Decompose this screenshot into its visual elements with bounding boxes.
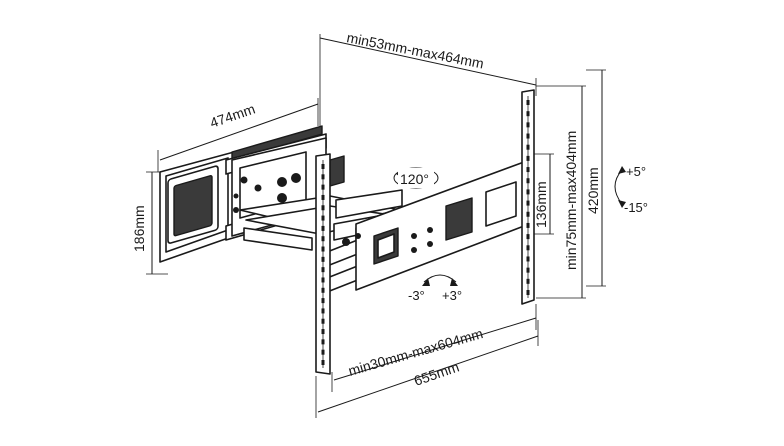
tilt-down-label: -15°	[624, 200, 648, 215]
mounting-slot	[526, 189, 530, 195]
wall-plate-height-dimension: 186mm	[131, 171, 168, 275]
mounting-slot	[526, 155, 530, 161]
vesa-arm-right	[521, 89, 535, 305]
mounting-slot	[321, 329, 325, 335]
mounting-slot	[526, 100, 530, 105]
mounting-slot	[321, 349, 325, 355]
mounting-slot	[321, 164, 325, 169]
mounting-slot	[321, 360, 325, 365]
rotate-left-label: -3°	[408, 288, 425, 303]
mounting-slot	[321, 339, 325, 345]
mounting-slot	[526, 122, 530, 128]
mounting-slot	[526, 256, 530, 262]
plate-height-label: 420mm	[585, 167, 601, 214]
mounting-slot	[526, 167, 530, 173]
mounting-slot	[321, 246, 325, 252]
mounting-slot	[321, 267, 325, 273]
mounting-slot	[321, 205, 325, 211]
mounting-slot	[526, 200, 530, 206]
inner-height-label: 136mm	[533, 181, 549, 228]
mounting-slot	[321, 236, 325, 242]
mounting-slot	[321, 287, 325, 293]
swivel-label: 120°	[400, 171, 429, 187]
inner-height-dimension: 136mm	[533, 153, 554, 235]
mounting-slot	[526, 278, 530, 284]
rotate-right-label: +3°	[442, 288, 462, 303]
mounting-slot	[526, 234, 530, 240]
tilt-up-label: +5°	[626, 164, 646, 179]
plate-height-dimension: 420mm	[585, 69, 606, 287]
mounting-slot	[526, 211, 530, 217]
mounting-slot	[321, 318, 325, 324]
rotation-indicator: -3° +3°	[408, 274, 462, 303]
vesa-horizontal-label: min30mm-max604mm	[346, 325, 484, 379]
plate-width-label: 655mm	[412, 359, 461, 389]
mounting-slot	[526, 133, 530, 139]
mounting-slot	[321, 184, 325, 190]
mounting-slot	[526, 144, 530, 150]
mounting-slot	[526, 245, 530, 251]
vesa-arm-left	[315, 153, 331, 375]
mounting-slot	[321, 215, 325, 221]
mounting-slot	[321, 256, 325, 262]
mounting-slot	[321, 308, 325, 314]
depth-dimension: min53mm-max464mm	[319, 29, 537, 132]
mounting-slot	[526, 222, 530, 228]
swivel-indicator: 120°	[393, 167, 439, 189]
mounting-slot	[526, 178, 530, 184]
wall-plate-height-label: 186mm	[131, 205, 147, 252]
mounting-slot	[526, 267, 530, 273]
mounting-slot	[321, 194, 325, 200]
tilt-indicator: +5° -15°	[614, 164, 648, 215]
mounting-slot	[526, 111, 530, 117]
tv-plate	[321, 161, 531, 295]
mounting-slot	[321, 298, 325, 304]
mounting-slot	[321, 174, 325, 180]
arm-length-label: 474mm	[208, 101, 257, 131]
vesa-vertical-label: min75mm-max404mm	[563, 131, 579, 270]
depth-range-label: min53mm-max464mm	[345, 29, 485, 71]
mounting-slot	[321, 277, 325, 283]
mounting-slot	[526, 290, 530, 295]
mounting-slot	[321, 225, 325, 231]
vesa-vertical-dimension: min75mm-max404mm	[536, 85, 586, 299]
